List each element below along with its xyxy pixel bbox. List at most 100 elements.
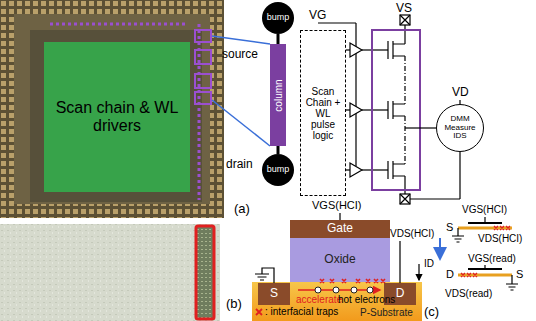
- drawn-rect: [372, 30, 420, 190]
- drawn-path: [452, 236, 464, 242]
- annotation: hot electrons: [338, 294, 395, 305]
- panel-label: (a): [234, 202, 250, 216]
- oxide-layer: Oxide: [290, 238, 390, 282]
- drawn-line: [362, 169, 388, 170]
- drawn-rect: [290, 238, 390, 282]
- node-text: DMM Measure IDS: [443, 115, 477, 141]
- drawn-circle: [351, 287, 357, 293]
- drawn-rect: [258, 283, 290, 305]
- wire-connector: [277, 34, 280, 44]
- drawn-rect: [290, 220, 390, 238]
- gate-layer: Gate: [290, 220, 390, 238]
- drawn-line: [404, 56, 405, 104]
- node-text: P-Substrate: [360, 307, 413, 318]
- signal-name: VD: [452, 86, 469, 99]
- terminal-label: D: [446, 268, 454, 280]
- drawn-rect: [195, 30, 211, 42]
- transistor-symbols: [440, 217, 518, 290]
- meter-circle: DMM Measure IDS: [436, 104, 484, 152]
- panel-label: (c): [424, 305, 439, 319]
- node-text: D: [396, 287, 405, 300]
- drawn-line: [399, 241, 400, 283]
- drawn-path: [256, 309, 262, 315]
- terminal-label: source: [222, 48, 258, 61]
- drawn-line: [362, 109, 388, 110]
- source-region: S: [258, 283, 290, 305]
- drawn-rect: [30, 30, 202, 202]
- bump-pad: bump: [262, 2, 294, 34]
- drawn-g: [255, 213, 419, 283]
- signal-name: VGS(HCI): [312, 199, 362, 211]
- terminal-label: S: [516, 268, 523, 280]
- drawn-path: [494, 226, 510, 230]
- drawn-polygon: [350, 103, 362, 117]
- node-text: Gate: [327, 222, 353, 235]
- signal-name: VGS(HCI): [462, 204, 507, 215]
- drawn-path: [262, 268, 274, 283]
- signal-name: VG: [309, 9, 326, 22]
- node-text: bump: [267, 165, 290, 175]
- terminal-label: drain: [226, 158, 253, 171]
- annotation: accelerate: [296, 294, 342, 305]
- panel-label: (b): [226, 297, 242, 311]
- drawn-line: [404, 116, 405, 164]
- terminal-label: S: [446, 221, 453, 233]
- drawn-polygon: [350, 163, 362, 177]
- drawn-rect: [195, 74, 211, 88]
- drawn-path: [320, 279, 385, 283]
- drawn-line: [387, 101, 388, 119]
- drawn-line: [418, 264, 419, 280]
- drawn-path: [393, 44, 405, 176]
- signal-name: VGS(read): [468, 253, 516, 264]
- drawn-line: [410, 198, 460, 199]
- drawn-line: [439, 238, 441, 259]
- drawn-rect: [14, 14, 210, 204]
- drawn-line: [511, 275, 512, 284]
- logic-box: Scan Chain + WL pulse logic: [300, 30, 346, 196]
- chip-photo-b: [0, 224, 220, 321]
- drawn-line: [50, 23, 186, 26]
- drawn-circle: [315, 287, 321, 293]
- zoom-lines: [212, 36, 270, 146]
- drawn-rect: [252, 282, 422, 321]
- drawn-line: [212, 100, 270, 146]
- drawn-rect: [400, 194, 410, 204]
- drawn-line: [212, 36, 270, 44]
- node-text: Scan Chain + WL pulse logic: [304, 86, 342, 141]
- drawn-rect: [195, 50, 211, 64]
- drawn-line: [318, 22, 356, 23]
- drawn-path: [506, 284, 518, 290]
- chip-photo: [0, 0, 224, 218]
- drawn-circle: [367, 287, 373, 293]
- drawn-rect: [0, 224, 220, 321]
- drawn-line: [362, 49, 388, 50]
- drawn-polygon: [350, 43, 362, 57]
- drawn-path: [255, 274, 269, 280]
- wire-connector: [277, 146, 280, 154]
- node-text: Scan chain & WL drivers: [44, 99, 190, 134]
- drawn-line: [355, 23, 356, 166]
- node-text: bump: [267, 13, 290, 23]
- drawn-line: [404, 25, 405, 44]
- drawn-line: [387, 41, 388, 59]
- drawn-path: [461, 273, 477, 277]
- legend-text: : interfacial traps: [265, 306, 338, 317]
- drawn-circle: [333, 287, 339, 293]
- drawn-line: [468, 222, 502, 224]
- node-text: S: [270, 287, 278, 300]
- drawn-rect: [0, 0, 224, 218]
- signal-name: VS: [396, 2, 412, 15]
- bump-pad: bump: [262, 154, 294, 186]
- drawn-line: [405, 127, 436, 128]
- column-bar: column: [270, 44, 286, 146]
- drawn-g: [315, 287, 373, 293]
- signal-name: VDS(read): [445, 288, 492, 299]
- drawn-rect: [195, 92, 211, 104]
- drawn-line: [387, 161, 388, 179]
- drawn-line: [404, 176, 405, 194]
- drawn-line: [459, 152, 460, 199]
- node-text: Oxide: [324, 253, 355, 266]
- chip-region: Scan chain & WL drivers: [44, 42, 190, 192]
- node-text: column: [273, 79, 284, 111]
- drawn-line: [458, 227, 512, 230]
